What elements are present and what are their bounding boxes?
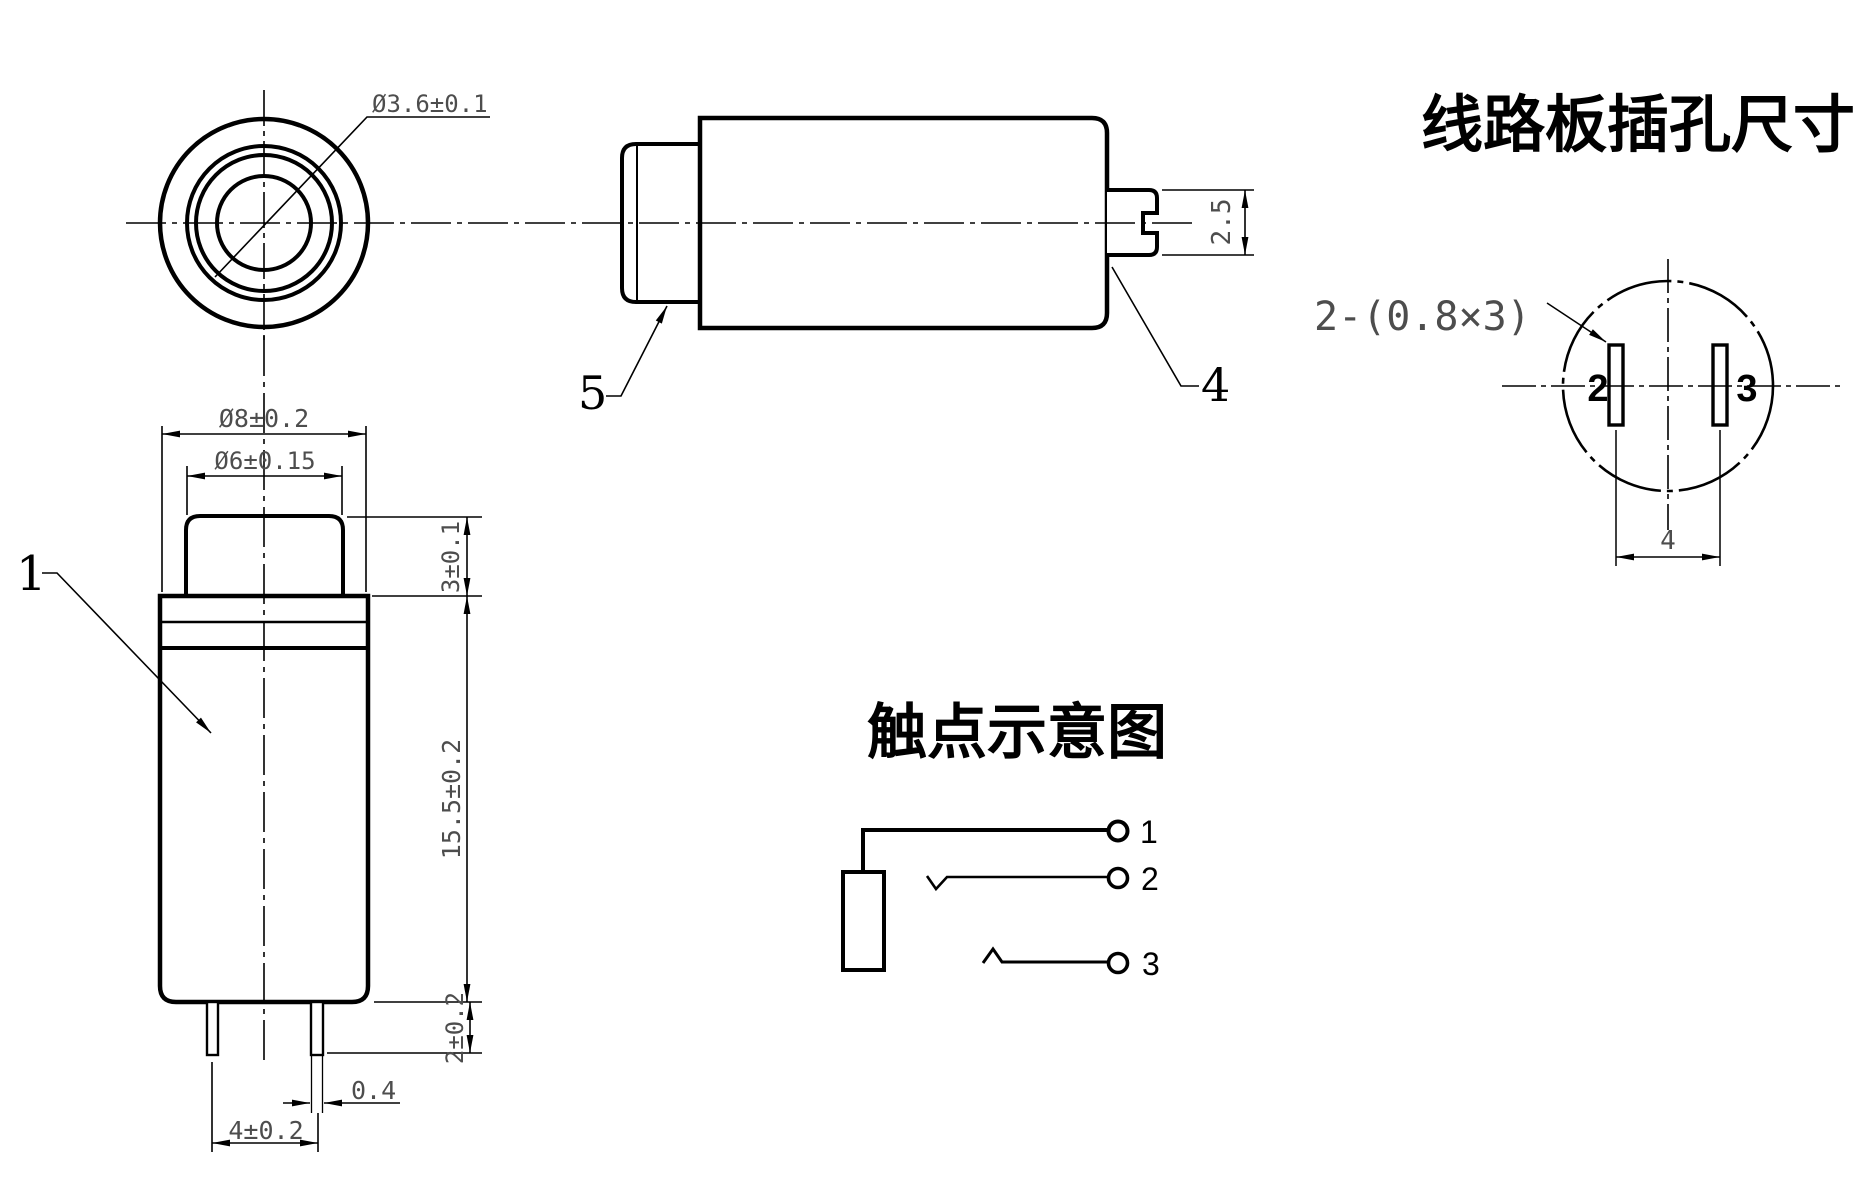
pcb-hole-view-title: 线路板插孔尺寸 xyxy=(1421,91,1855,160)
balloon-body-text: 1 xyxy=(16,546,47,602)
centerlines xyxy=(126,90,1842,1064)
contact1-wire xyxy=(861,828,1107,872)
contact-diagram xyxy=(841,819,1130,975)
tip-diameter-dim-text: Ø3.6±0.1 xyxy=(372,90,488,118)
contact1-terminal-circle xyxy=(1106,819,1130,843)
body-length-dim-text: 15.5±0.2 xyxy=(437,739,466,859)
left-pin xyxy=(205,1000,220,1057)
balloon-terminal-text: 4 xyxy=(1201,358,1230,412)
pcb-pin3-label: 3 xyxy=(1736,368,1757,410)
plunger-height-dim-text: 3±0.1 xyxy=(437,521,465,593)
pin-width-dim-text: 0.4 xyxy=(351,1076,396,1105)
slot-dim-leader xyxy=(1546,302,1607,343)
contact3-wire xyxy=(981,946,1108,964)
slot-dim-text: 2-(0.8×3) xyxy=(1314,294,1531,340)
contact-plug-box xyxy=(841,870,886,972)
contact-diagram-title: 触点示意图 xyxy=(867,699,1167,766)
contact3-terminal-circle xyxy=(1106,951,1130,975)
contact2-label: 2 xyxy=(1141,861,1159,897)
balloon1-leader xyxy=(42,572,212,734)
balloon-bushing-text: 5 xyxy=(578,366,607,420)
pcb-pin2-label: 2 xyxy=(1587,368,1608,410)
tip-diameter-leader xyxy=(214,116,490,278)
body-diameter-dim-text: Ø8±0.2 xyxy=(219,404,309,433)
right-pin xyxy=(309,1000,325,1057)
plunger-diameter-dim-text: Ø6±0.15 xyxy=(214,447,315,475)
pcb-slot-3 xyxy=(1711,343,1729,427)
contact1-label: 1 xyxy=(1140,814,1158,850)
contact2-terminal-circle xyxy=(1106,866,1130,890)
pcb-pitch-dim-text: 4 xyxy=(1660,526,1676,556)
terminal-width-dim-text: 2.5 xyxy=(1207,199,1237,246)
contact2-wire xyxy=(925,875,1108,892)
pin-pitch-dim-text: 4±0.2 xyxy=(228,1116,303,1145)
pcb-slot-2 xyxy=(1607,343,1625,427)
contact3-label: 3 xyxy=(1142,946,1160,982)
pin-length-dim-text: 2±0.2 xyxy=(441,992,469,1064)
dimension-lines xyxy=(42,116,1721,1152)
balloon5-leader xyxy=(606,305,668,397)
balloon4-leader xyxy=(1111,266,1199,387)
